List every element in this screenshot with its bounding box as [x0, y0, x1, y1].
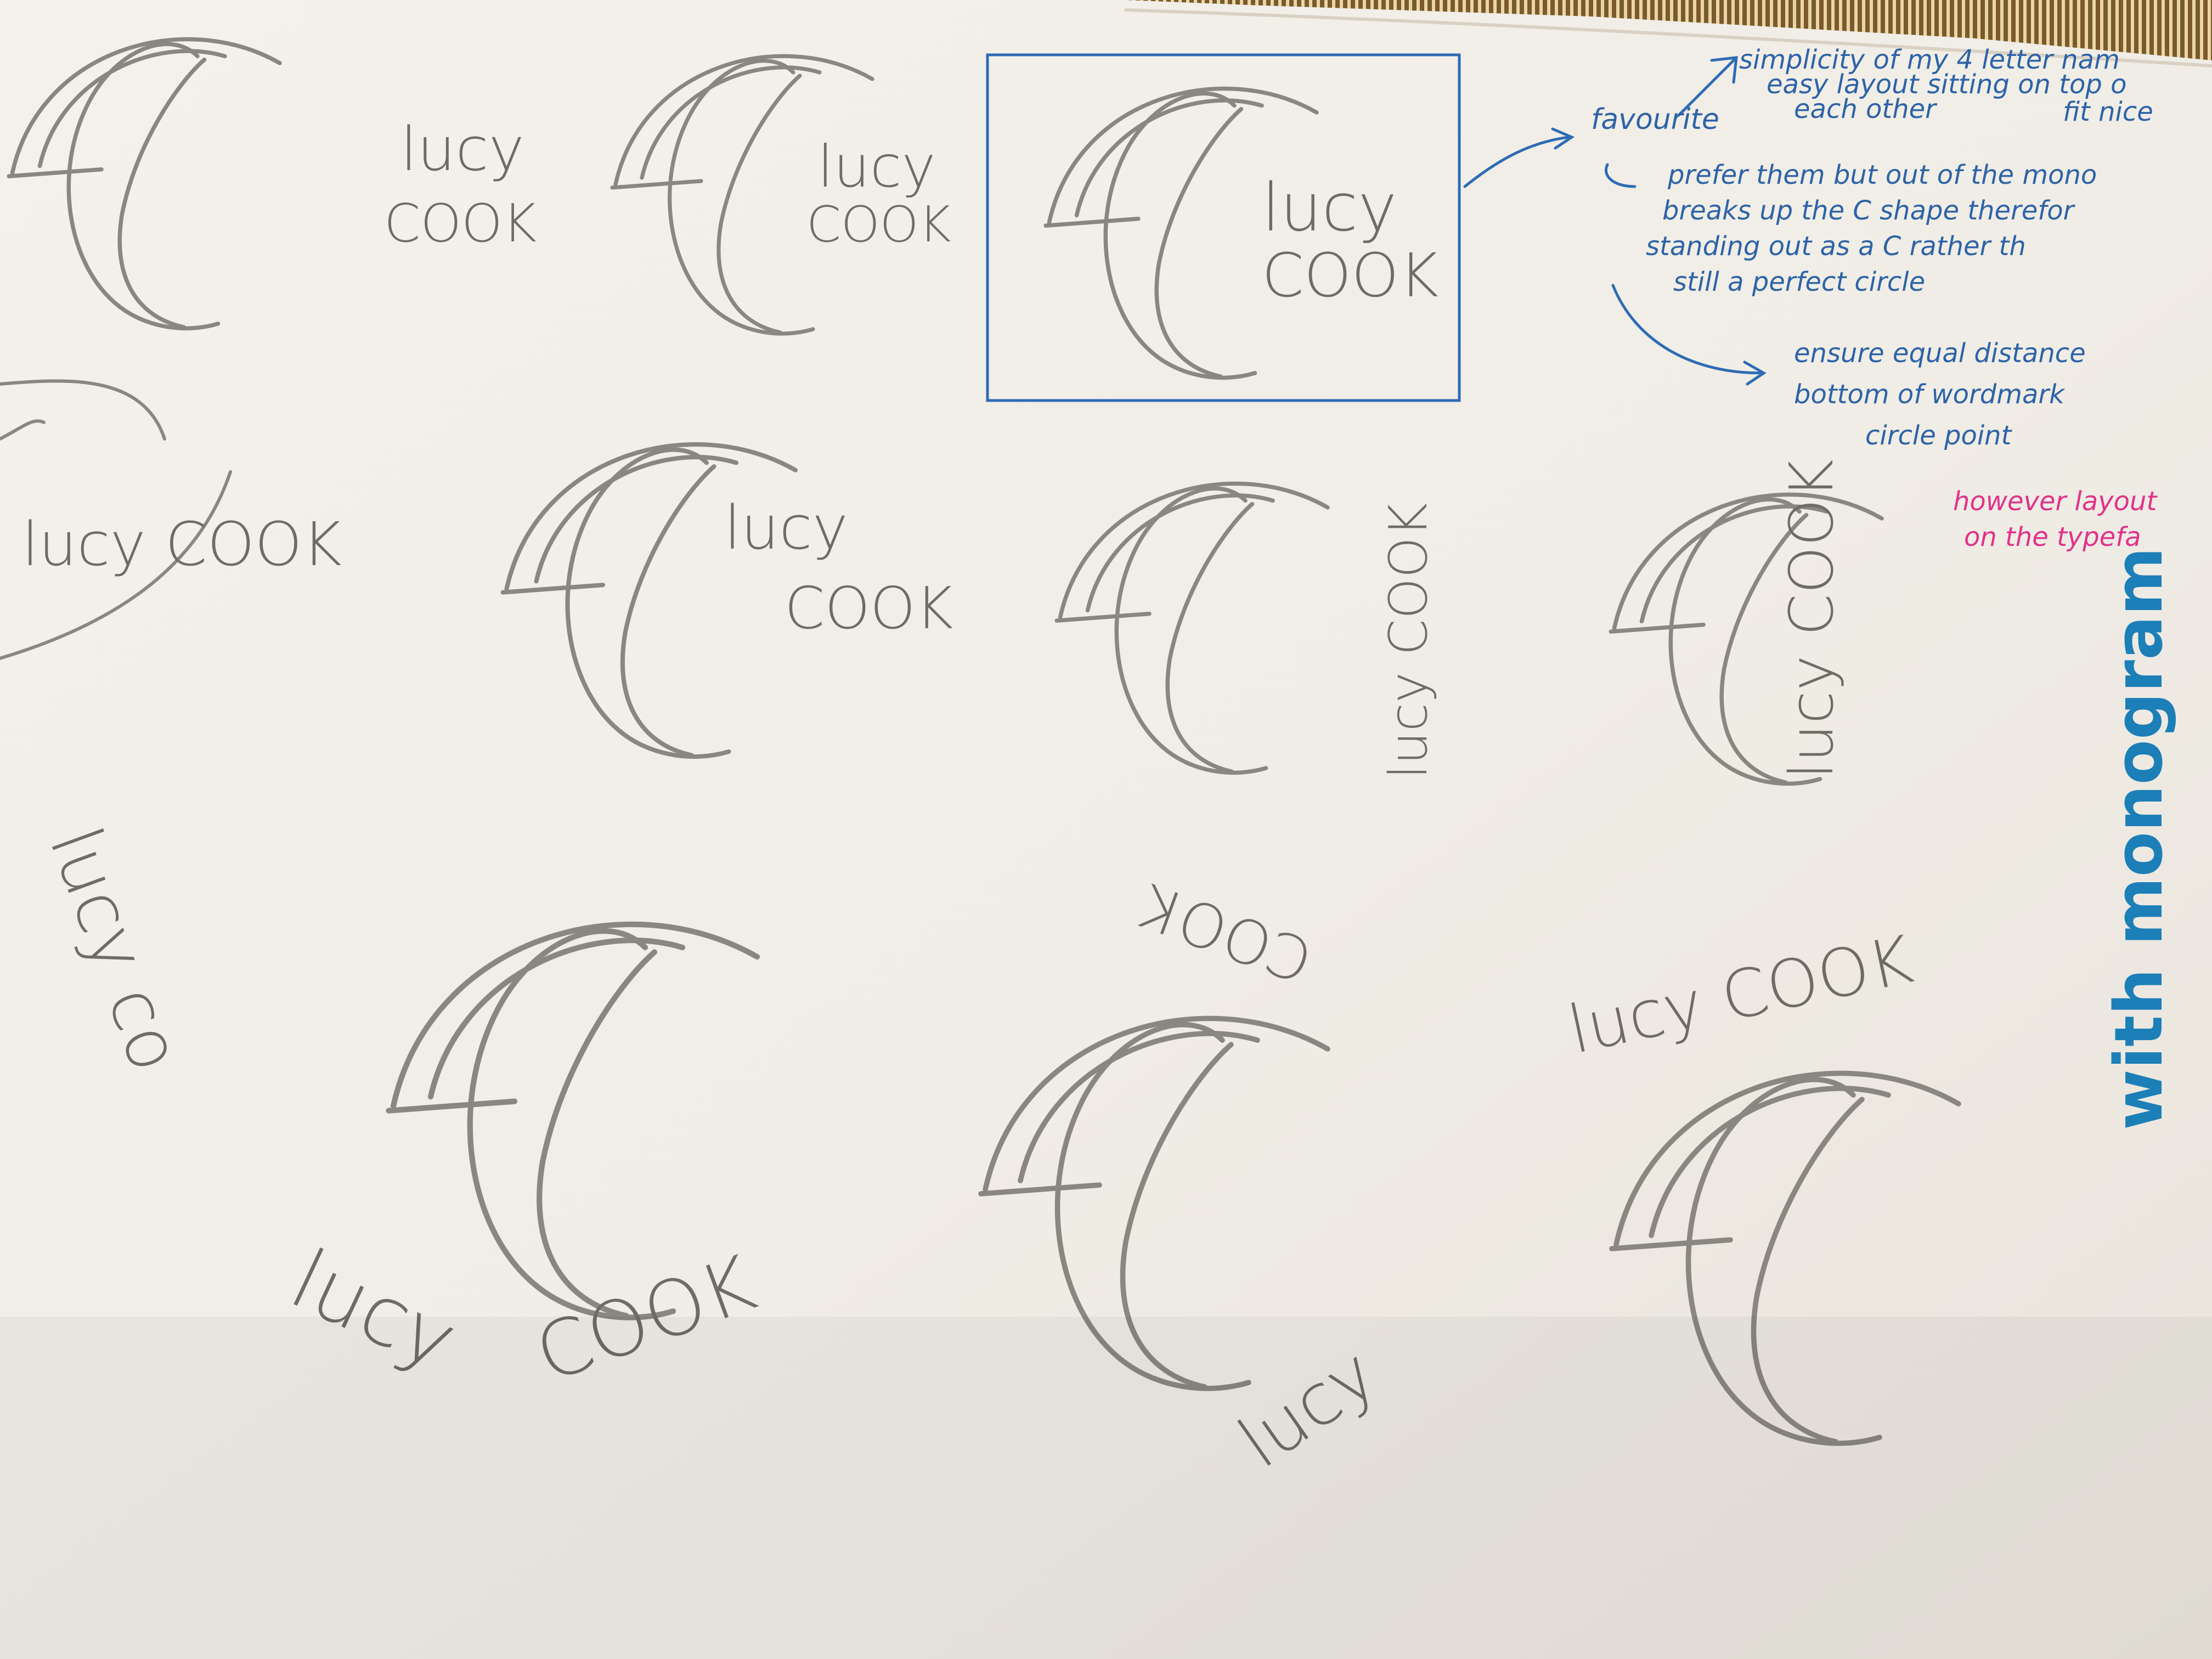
arrow-to-favourite [1463, 127, 1575, 188]
sketch-row1-3: lucy COOK [612, 56, 951, 334]
note1-line3: each other [1794, 94, 1938, 125]
favourite-box: lucy COOK [986, 53, 1461, 402]
note2-line4: still a perfect circle [1673, 267, 1925, 297]
note2-line1: prefer them but out of the mono [1667, 160, 2097, 190]
arrow-note3 [1611, 284, 1767, 386]
note2-line2: breaks up the C shape therefor [1662, 195, 2076, 226]
lucy-cook-vertical: lucy COOK [1379, 503, 1439, 779]
arrow-note1 [1677, 56, 1738, 117]
note1-line4: fit nice [2063, 97, 2153, 127]
shadow-overlay [0, 1317, 2212, 1659]
note3-line3: circle point [1865, 420, 2013, 451]
sketch-row1-2-text: lucy COOK [384, 114, 537, 254]
lucy-cook-vertical: lucy COOK [1776, 459, 1847, 779]
lucy-text: lucy [400, 114, 524, 184]
cook-text: COOK [384, 194, 537, 254]
sketch-row2-4: lucy COOK [1611, 459, 1882, 783]
note1-line1: simplicity of my 4 letter nam [1739, 44, 2120, 75]
lucy-cook-text: lucy COOK [22, 509, 342, 579]
note2-line3: standing out as a C rather th [1646, 231, 2026, 262]
note3-line2: bottom of wordmark [1794, 379, 2066, 410]
note1-line2: easy layout sitting on top o [1767, 69, 2126, 100]
lucy-text: lucy [724, 493, 848, 563]
sketch-row2-2: lucy COOK [503, 444, 953, 757]
paper-edge [1124, 8, 2212, 67]
note3-line1: ensure equal distance [1794, 338, 2086, 369]
cook-text: COOK [1262, 240, 1438, 311]
cook-text: COOK [785, 575, 953, 642]
arrow-note2 [1605, 163, 1637, 188]
favourite-note: favourite [1591, 103, 1719, 136]
wooden-edge [1125, 0, 2212, 60]
sketch-row2-1: lucy COOK [0, 379, 342, 660]
notes: favourite simplicity of my 4 letter nam … [1591, 44, 2177, 1130]
vertical-heading: with monogram [2101, 547, 2177, 1130]
pink-note-line2: on the typefa [1964, 522, 2141, 552]
cook-text: COOK [806, 196, 951, 253]
sketch-row2-3: lucy COOK [1057, 484, 1439, 779]
pink-note-line1: however layout [1953, 486, 2158, 517]
lucy-text: lucy [1262, 170, 1397, 246]
lucy-text: lucy [817, 133, 936, 200]
